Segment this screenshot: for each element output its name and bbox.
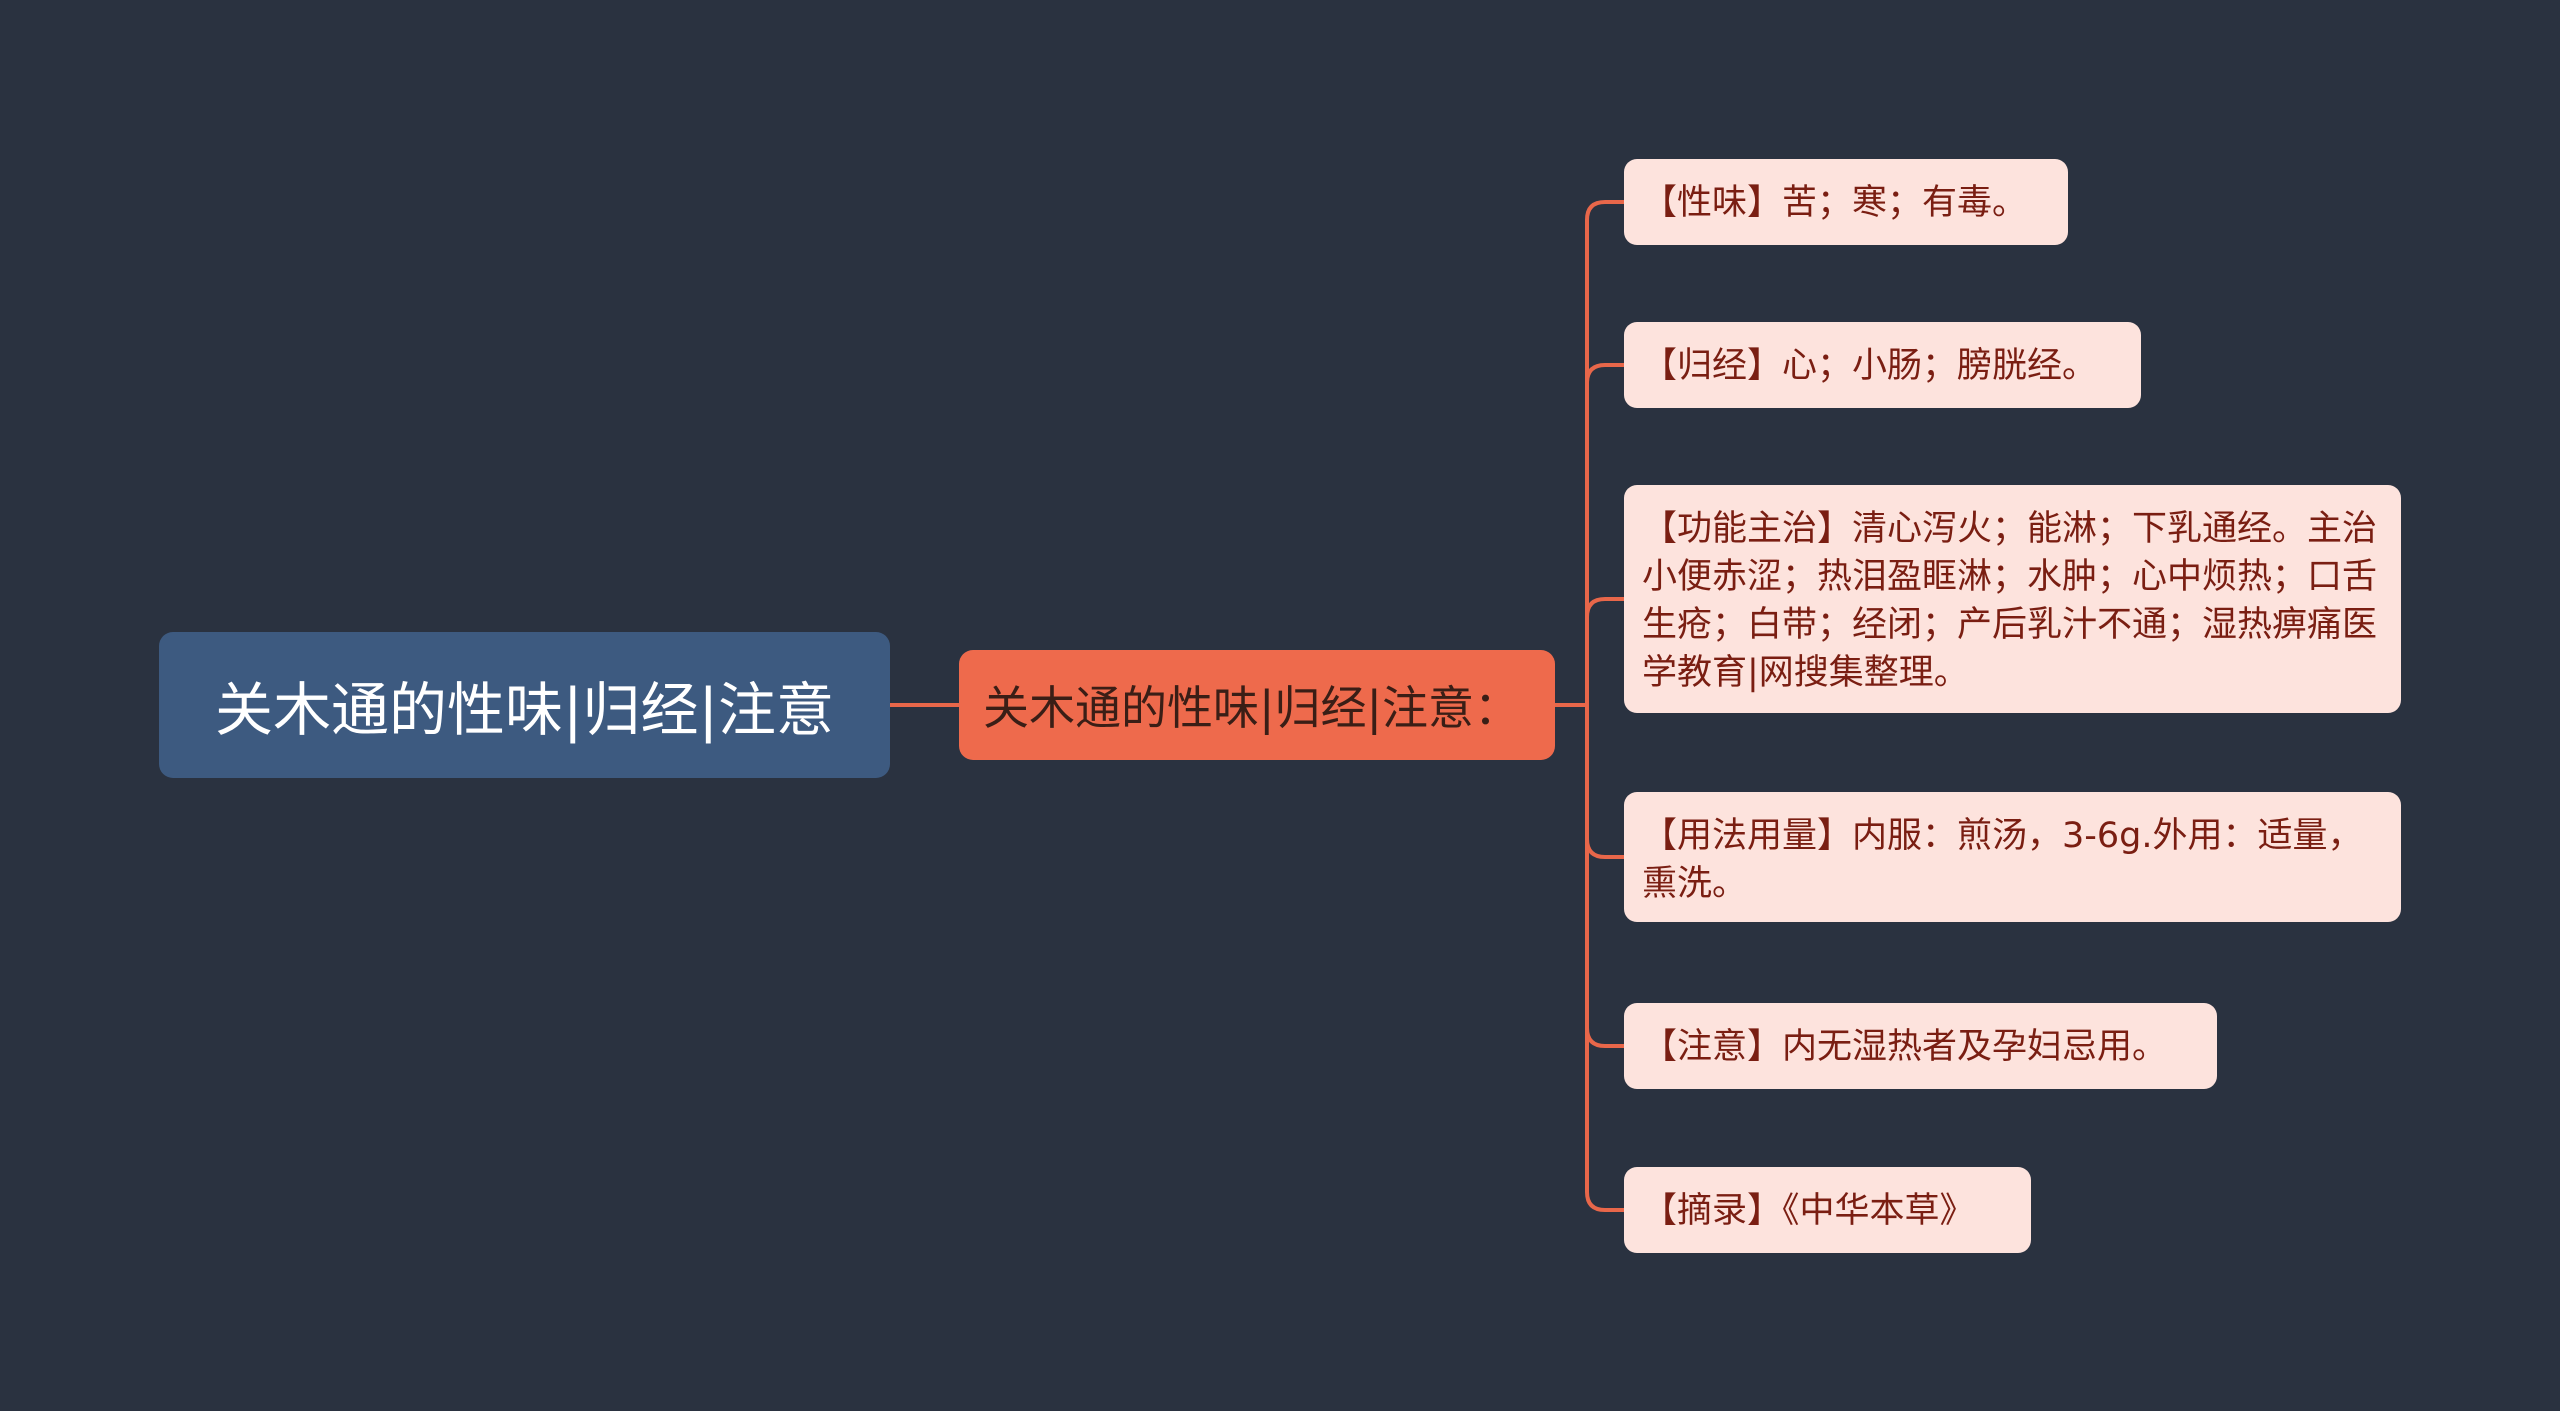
root-topic[interactable]: 关木通的性味|归经|注意 [159, 632, 890, 778]
leaf-topic-dosage[interactable]: 【用法用量】内服：煎汤，3-6g.外用：适量，熏洗。 [1624, 792, 2401, 922]
root-topic-label: 关木通的性味|归经|注意 [214, 676, 835, 744]
leaf-topic-label: 【摘录】《中华本草》 [1642, 1191, 1975, 1231]
leaf-topic-label: 【性味】苦；寒；有毒。 [1642, 183, 2028, 223]
leaf-topic-source[interactable]: 【摘录】《中华本草》 [1624, 1167, 2031, 1253]
leaf-topic-meridian[interactable]: 【归经】心；小肠；膀胱经。 [1624, 322, 2141, 408]
leaf-connector-3 [1585, 597, 1624, 705]
leaf-topic-label: 【用法用量】内服：煎汤，3-6g.外用：适量，熏洗。 [1642, 816, 2363, 904]
leaf-topic-functions[interactable]: 【功能主治】清心泻火；能淋；下乳通经。主治小便赤涩；热泪盈眶淋；水肿；心中烦热；… [1624, 485, 2401, 713]
leaf-connector-2 [1585, 363, 1624, 705]
main-branch-label: 关木通的性味|归经|注意： [983, 681, 1520, 735]
leaf-topic-label: 【归经】心；小肠；膀胱经。 [1642, 346, 2098, 386]
main-branch-topic[interactable]: 关木通的性味|归经|注意： [959, 650, 1555, 760]
leaf-topic-caution[interactable]: 【注意】内无湿热者及孕妇忌用。 [1624, 1003, 2217, 1089]
leaf-connector-6 [1585, 705, 1624, 1212]
leaf-connector-1 [1585, 200, 1624, 705]
leaf-topic-label: 【功能主治】清心泻火；能淋；下乳通经。主治小便赤涩；热泪盈眶淋；水肿；心中烦热；… [1642, 509, 2378, 693]
leaf-connector-5 [1585, 705, 1624, 1048]
leaf-topic-taste[interactable]: 【性味】苦；寒；有毒。 [1624, 159, 2068, 245]
leaf-connector-4 [1585, 705, 1624, 859]
leaf-topic-label: 【注意】内无湿热者及孕妇忌用。 [1642, 1027, 2168, 1067]
